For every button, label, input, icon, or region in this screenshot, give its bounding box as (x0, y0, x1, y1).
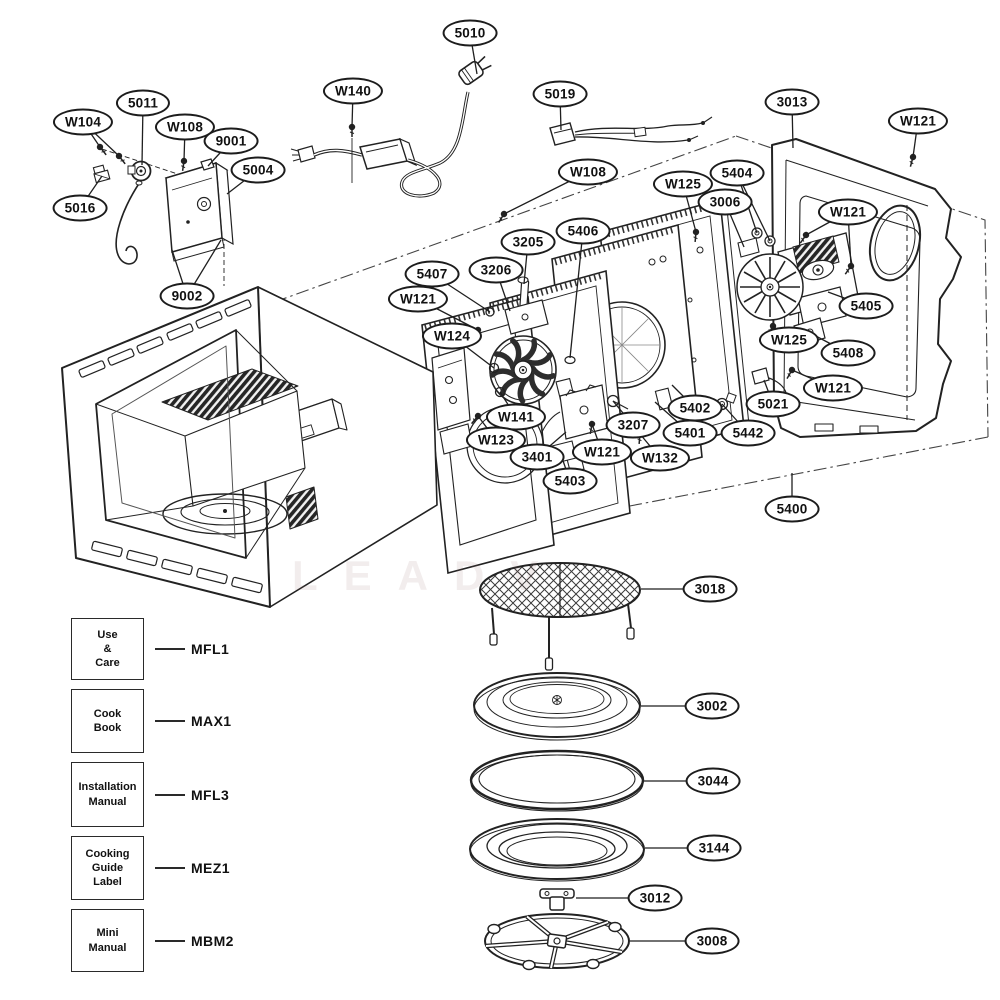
callout-3012: 3012 (627, 884, 683, 912)
manual-connector-line (155, 939, 185, 942)
callout-3144: 3144 (686, 834, 742, 862)
callout-9001: 9001 (203, 127, 259, 155)
callout-3002: 3002 (684, 692, 740, 720)
callout-5016: 5016 (52, 194, 108, 222)
callout-3013: 3013 (764, 88, 820, 116)
small-hardware-art (431, 152, 918, 455)
manual-box: Cook Book (71, 689, 144, 753)
stirrer-fan-art (489, 335, 557, 405)
callout-3044: 3044 (685, 767, 741, 795)
manual-box: Cooking Guide Label (71, 836, 144, 900)
bracket-assembly-art (92, 142, 234, 286)
callout-W121: W121 (571, 438, 633, 466)
callout-5010: 5010 (442, 19, 498, 47)
callout-W104: W104 (52, 108, 114, 136)
callout-W121: W121 (387, 285, 449, 313)
manual-connector-line (155, 720, 185, 722)
callout-5400: 5400 (764, 495, 820, 523)
manual-row-installation-manual: Installation Manual MFL3 (71, 762, 229, 827)
callout-W108: W108 (557, 158, 619, 186)
callout-W121: W121 (802, 374, 864, 402)
manual-row-mini-manual: Mini Manual MBM2 (71, 909, 234, 972)
manual-label: Mini Manual (88, 927, 127, 954)
callout-5401: 5401 (662, 419, 718, 447)
callout-5019: 5019 (532, 80, 588, 108)
manual-row-use-care: Use & Care MFL1 (71, 618, 229, 680)
ring-3044-art (469, 749, 645, 812)
manual-box: Installation Manual (71, 762, 144, 827)
callout-3006: 3006 (697, 188, 753, 216)
callout-W140: W140 (322, 77, 384, 105)
ring-3144-art (469, 818, 645, 882)
callout-W124: W124 (421, 322, 483, 350)
callout-5406: 5406 (555, 217, 611, 245)
manual-connector-line (155, 648, 185, 650)
manual-label: Use & Care (95, 628, 120, 670)
wire-harness-art (549, 116, 713, 146)
manual-code: MEZ1 (191, 860, 230, 876)
callout-3401: 3401 (509, 443, 565, 471)
manual-row-cook-book: Cook Book MAX1 (71, 689, 232, 753)
callout-9002: 9002 (159, 282, 215, 310)
callout-W132: W132 (629, 444, 691, 472)
callout-5407: 5407 (404, 260, 460, 288)
manual-label: Cooking Guide Label (85, 847, 130, 889)
callout-5408: 5408 (820, 339, 876, 367)
callout-5021: 5021 (745, 390, 801, 418)
manual-code: MAX1 (191, 713, 232, 729)
manual-code: MFL1 (191, 641, 230, 657)
callout-5403: 5403 (542, 467, 598, 495)
manual-row-cooking-guide-label: Cooking Guide Label MEZ1 (71, 836, 230, 900)
callout-3008: 3008 (684, 927, 740, 955)
callout-3018: 3018 (682, 575, 738, 603)
callout-3207: 3207 (605, 411, 661, 439)
callout-3205: 3205 (500, 228, 556, 256)
manual-label: Cook Book (93, 707, 122, 734)
callout-5442: 5442 (720, 419, 776, 447)
callout-5405: 5405 (838, 292, 894, 320)
callout-5404: 5404 (709, 159, 765, 187)
callout-5004: 5004 (230, 156, 286, 184)
manual-connector-line (155, 793, 185, 796)
callout-W121: W121 (817, 198, 879, 226)
fan-wheel-art (736, 253, 804, 321)
rack-art (479, 562, 641, 671)
power-cord-art (290, 55, 492, 198)
callout-W121: W121 (887, 107, 949, 135)
fan-motor-assembly-art (737, 227, 859, 328)
manual-box: Use & Care (71, 618, 144, 680)
callout-5402: 5402 (667, 394, 723, 422)
oven-cavity-art (61, 286, 438, 608)
callout-3206: 3206 (468, 256, 524, 284)
callout-5011: 5011 (115, 89, 171, 117)
manual-label: Installation Manual (78, 781, 137, 808)
manual-connector-line (155, 867, 185, 869)
coupler-art (539, 888, 575, 911)
manual-box: Mini Manual (71, 909, 144, 972)
callout-W108: W108 (154, 113, 216, 141)
callout-W125: W125 (758, 326, 820, 354)
manual-code: MBM2 (191, 932, 234, 949)
glass-tray-art (473, 672, 641, 741)
roller-guide-art (484, 913, 630, 971)
manual-code: MFL3 (191, 786, 230, 803)
